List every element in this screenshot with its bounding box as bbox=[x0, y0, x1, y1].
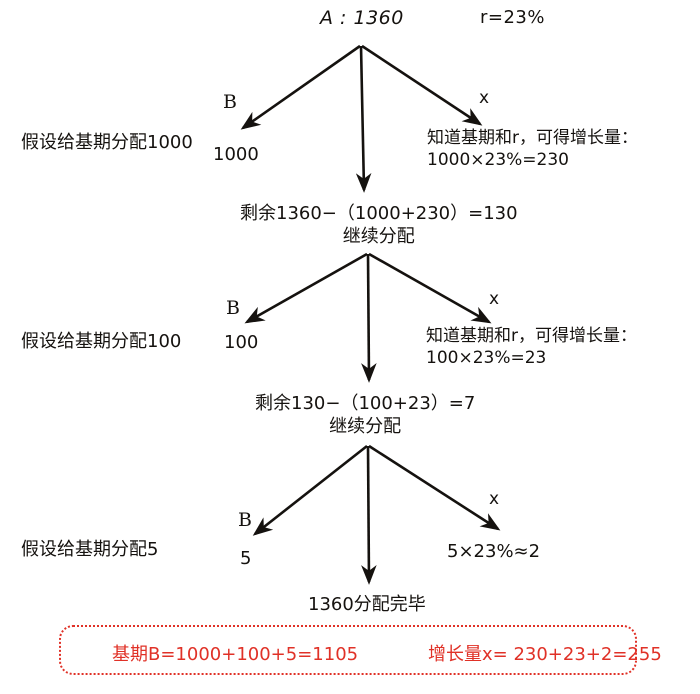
level-3-branch-x-label: x bbox=[489, 489, 500, 509]
level-1-branch-b-value: 1000 bbox=[213, 144, 259, 165]
level-3-note-line1: 5×23%≈2 bbox=[447, 541, 541, 562]
level-3-assumption-label: 假设给基期分配5 bbox=[21, 539, 159, 560]
result-growth-amount: 增长量x= 230+23+2=255 bbox=[428, 644, 662, 665]
result-base-period: 基期B=1000+100+5=1105 bbox=[112, 644, 359, 665]
level-3-branch-b-value: 5 bbox=[240, 548, 252, 569]
level-2-remainder-line2: 继续分配 bbox=[329, 416, 402, 438]
rate-label: r=23% bbox=[480, 7, 545, 28]
level-2-branch-b-label: B bbox=[226, 297, 240, 319]
level-2-assumption-label: 假设给基期分配100 bbox=[21, 331, 182, 352]
level-2-note-line1: 知道基期和r，可得增长量： bbox=[426, 326, 637, 346]
level-2-branch-x-label: x bbox=[489, 289, 500, 309]
level-1-remainder-line1: 剩余1360−（1000+230）=130 bbox=[240, 203, 518, 224]
level-2-remainder-line1: 剩余130−（100+23）=7 bbox=[255, 393, 476, 414]
level-2-remainder: 剩余130−（100+23）=7 继续分配 bbox=[255, 392, 475, 438]
result-box bbox=[59, 625, 637, 675]
level-1-note-line1: 知道基期和r，可得增长量： bbox=[427, 128, 638, 148]
level-1-remainder-line2: 继续分配 bbox=[342, 226, 415, 248]
level-1-note-line2: 1000×23%=230 bbox=[427, 149, 569, 170]
level-3-branch-b-label: B bbox=[238, 509, 252, 531]
level-1-note: 知道基期和r，可得增长量： 1000×23%=230 bbox=[427, 128, 638, 172]
level-1-branch-b-label: B bbox=[223, 91, 237, 113]
level-1-remainder: 剩余1360−（1000+230）=130 继续分配 bbox=[240, 202, 518, 248]
level-1-assumption-label: 假设给基期分配1000 bbox=[21, 132, 193, 153]
completion-label: 1360分配完毕 bbox=[308, 594, 426, 615]
level-2-note-line2: 100×23%=23 bbox=[426, 347, 547, 368]
root-node-label: A : 1360 bbox=[320, 7, 404, 29]
level-2-note: 知道基期和r，可得增长量： 100×23%=23 bbox=[426, 326, 637, 370]
level-1-branch-x-label: x bbox=[479, 88, 490, 108]
level-2-branch-b-value: 100 bbox=[224, 332, 259, 353]
